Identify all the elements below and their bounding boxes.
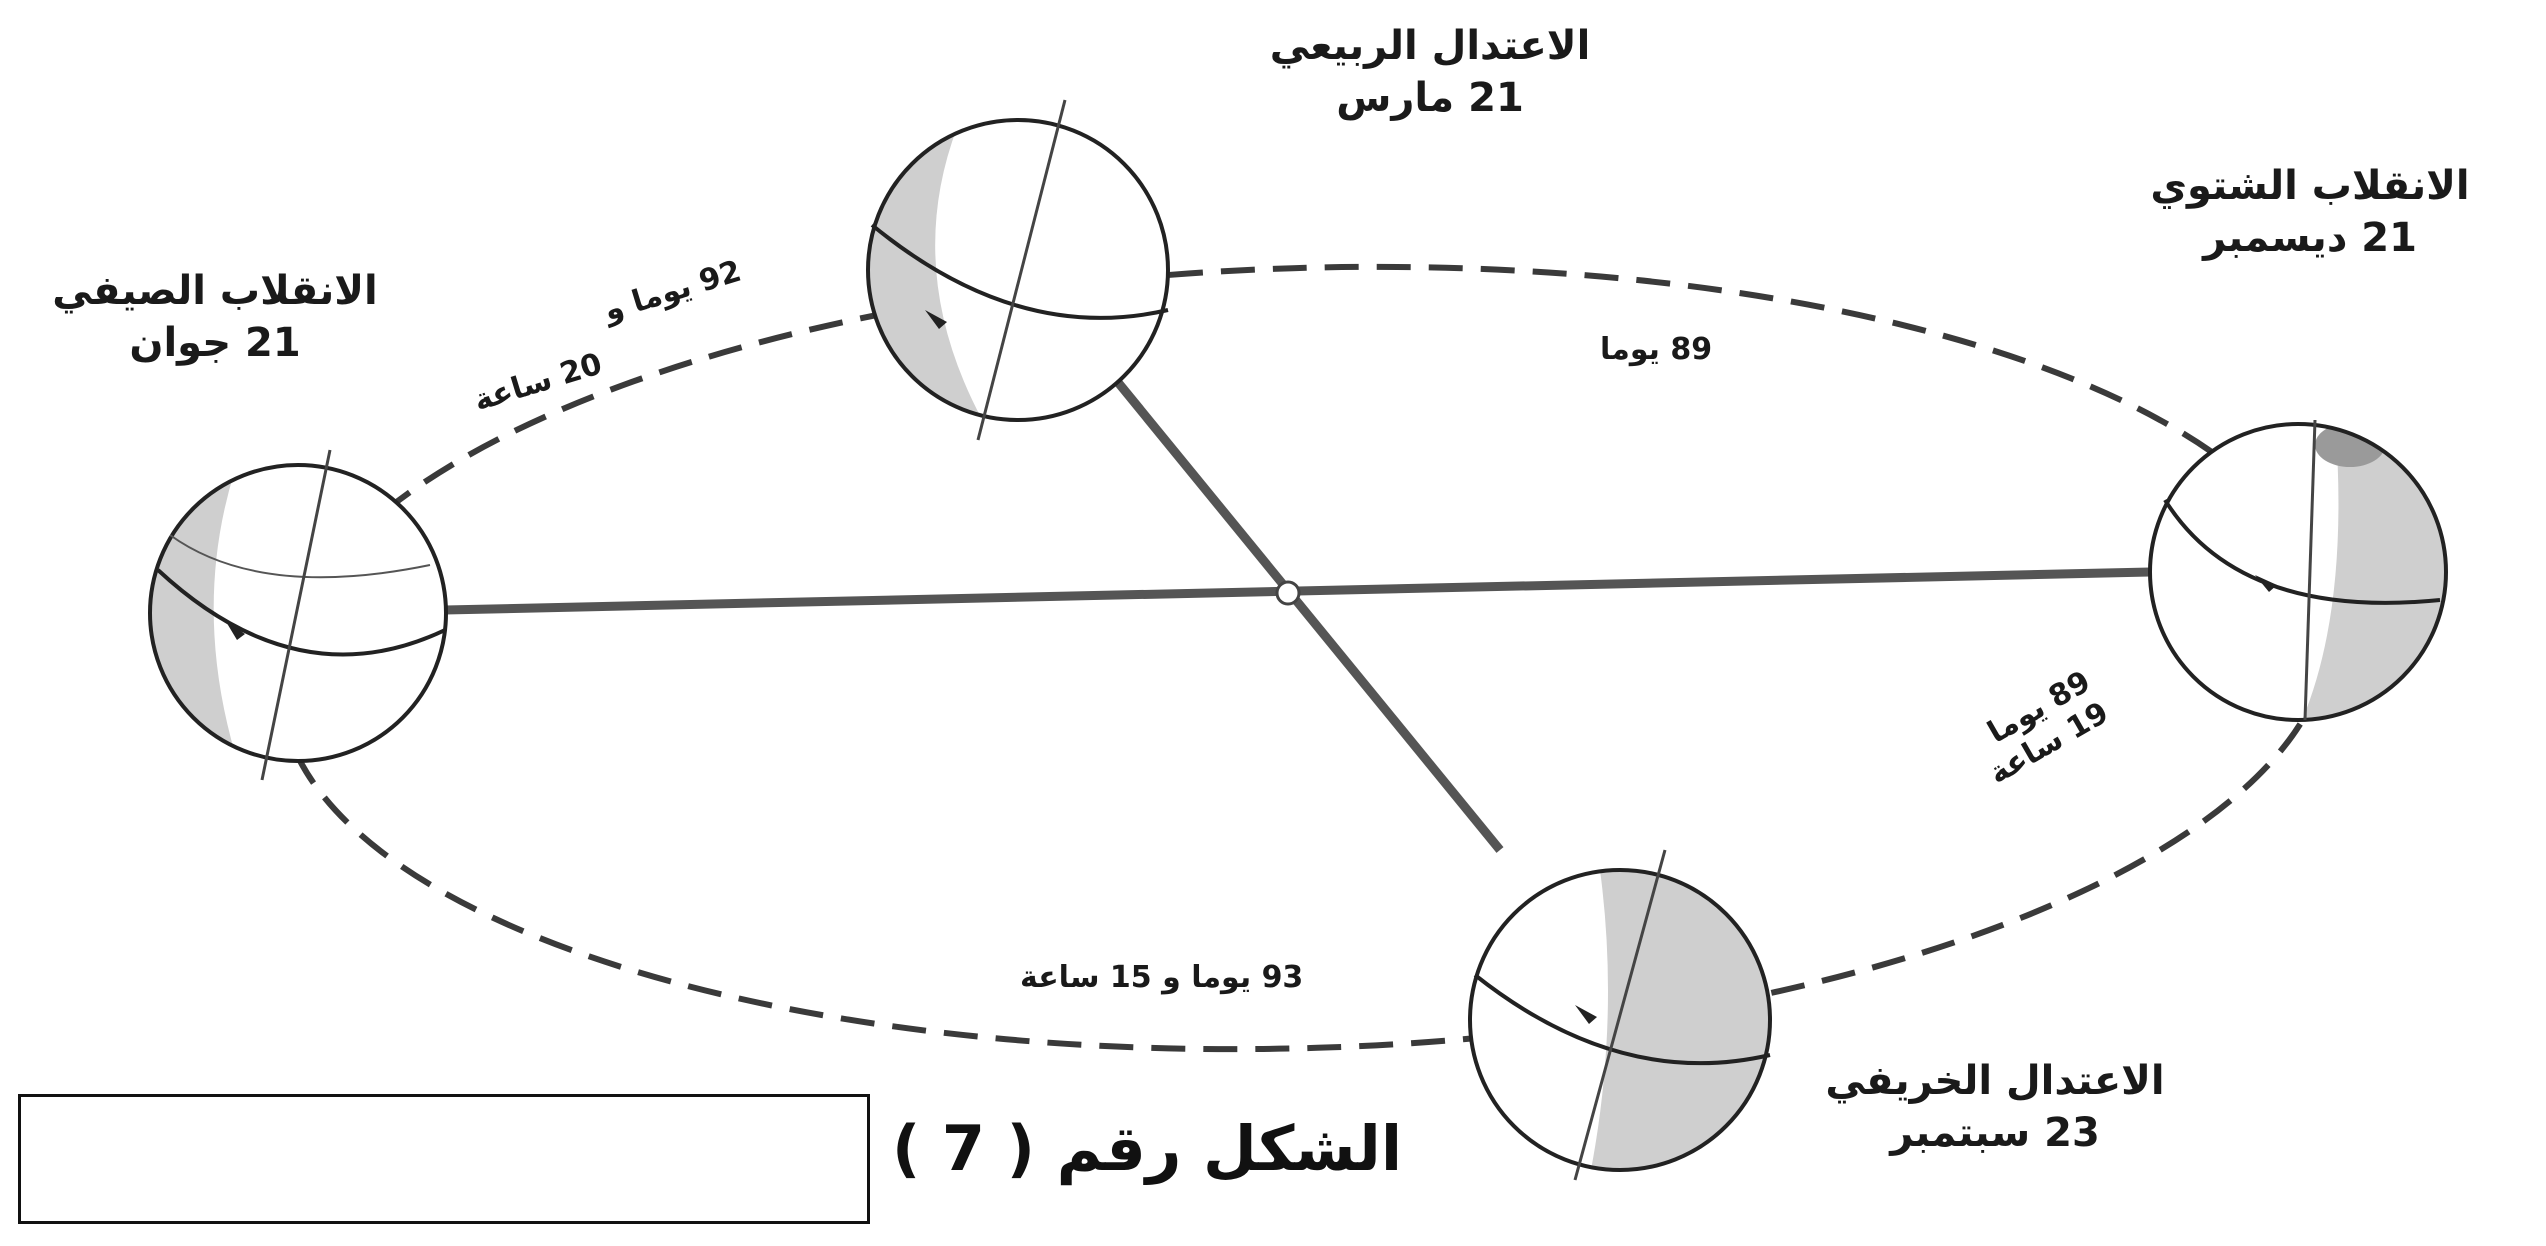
duration-spring-winter: 89 يوما	[1600, 332, 1712, 368]
globe-winter-solstice	[2148, 419, 2448, 722]
equinox-axis	[1108, 372, 1504, 853]
summer-date: 21 جوان	[129, 320, 301, 366]
globe-autumn-equinox	[1468, 849, 1772, 1181]
label-autumn-equinox: الاعتدال الخريفي 23 سبتمبر	[1760, 1055, 2230, 1159]
winter-date: 21 ديسمبر	[2203, 215, 2417, 261]
duration-autumn-summer: 93 يوما و 15 ساعة	[1020, 960, 1303, 996]
duration-autumn-summer-text: 93 يوما و 15 ساعة	[1020, 960, 1304, 995]
winter-title: الانقلاب الشتوي	[2150, 163, 2470, 209]
figure-caption: الشكل رقم ( 7 )	[892, 1112, 1403, 1185]
sun-marker	[1275, 580, 1301, 606]
answer-box[interactable]	[18, 1094, 870, 1224]
globe-spring-equinox	[866, 99, 1170, 441]
summer-title: الانقلاب الصيفي	[52, 268, 378, 314]
spring-date: 21 مارس	[1336, 75, 1524, 121]
autumn-date: 23 سبتمبر	[1890, 1110, 2100, 1156]
globe-summer-solstice	[148, 449, 448, 781]
spring-title: الاعتدال الربيعي	[1269, 23, 1591, 69]
label-spring-equinox: الاعتدال الربيعي 21 مارس	[1200, 20, 1660, 124]
label-summer-solstice: الانقلاب الصيفي 21 جوان	[0, 265, 430, 369]
label-winter-solstice: الانقلاب الشتوي 21 ديسمبر	[2080, 160, 2540, 264]
duration-spring-winter-text: 89 يوما	[1600, 332, 1713, 367]
autumn-title: الاعتدال الخريفي	[1825, 1058, 2165, 1104]
